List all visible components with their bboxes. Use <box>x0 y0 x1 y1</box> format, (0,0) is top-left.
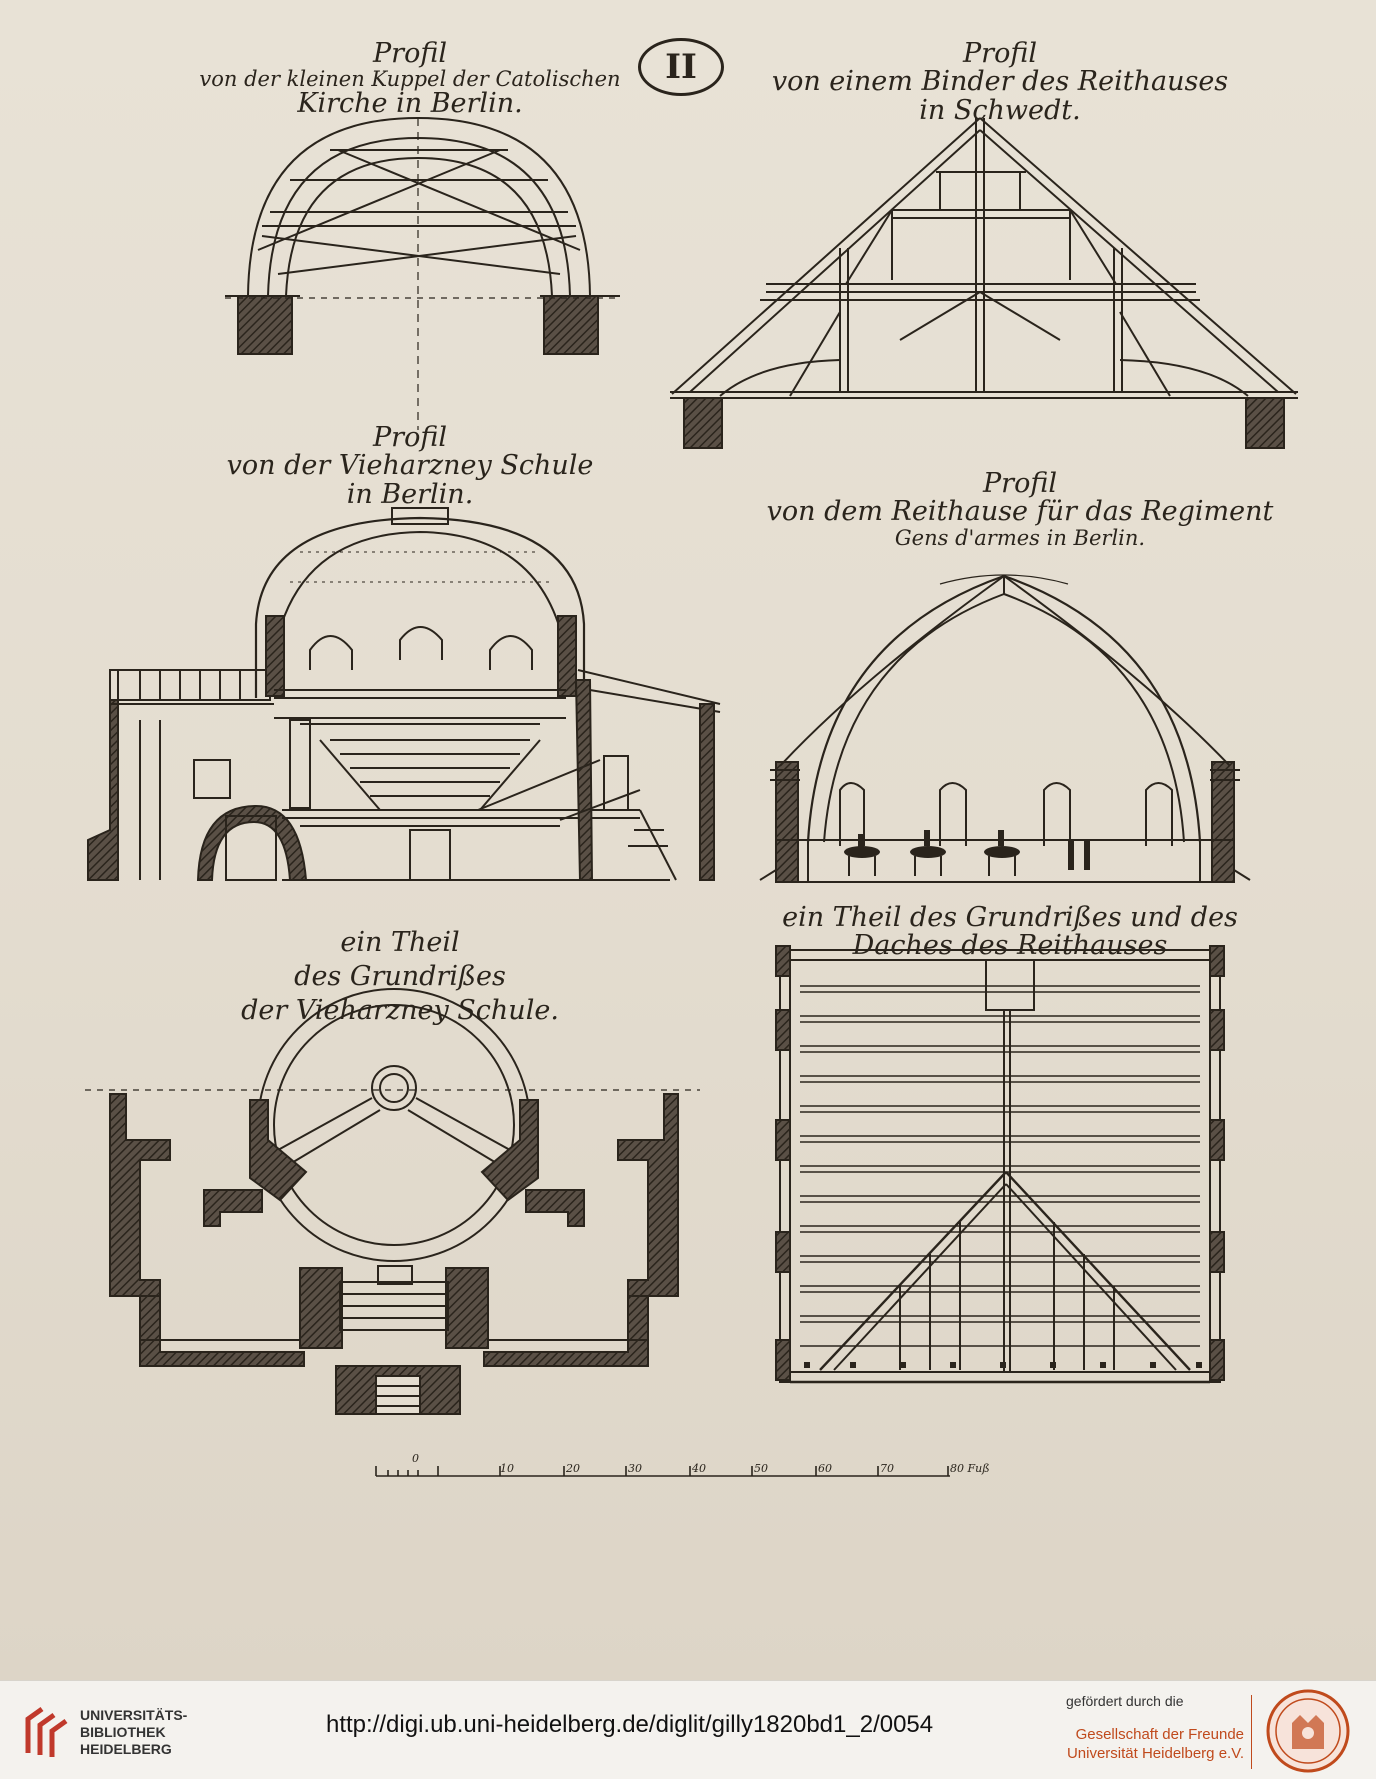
sponsor-divider <box>1251 1695 1252 1769</box>
scale-label: 70 <box>880 1462 894 1475</box>
scale-bar <box>375 1466 950 1477</box>
sponsor-intro: gefördert durch die <box>1066 1693 1184 1709</box>
riders-figures <box>844 830 1090 876</box>
permalink-url[interactable]: http://digi.ub.uni-heidelberg.de/diglit/… <box>326 1711 934 1738</box>
viewer-footer: UNIVERSITÄTS- BIBLIOTHEK HEIDELBERG http… <box>0 1680 1376 1779</box>
dome-truss-drawing <box>225 116 620 430</box>
scale-label: 20 <box>566 1462 580 1475</box>
library-name: UNIVERSITÄTS- BIBLIOTHEK HEIDELBERG <box>80 1707 188 1757</box>
riding-hall-section-drawing <box>759 574 1251 883</box>
caption-school-profile: Profil von der Vieharzney Schule in Berl… <box>226 422 594 510</box>
university-library-logo-icon[interactable] <box>20 1703 76 1761</box>
scale-label: 30 <box>628 1462 642 1475</box>
engraving-drawings <box>85 116 1298 1477</box>
caption-riding-hall-plan: ein Theil des Grundrißes und des Daches … <box>782 902 1238 962</box>
scale-label: 80 Fuß <box>950 1462 990 1475</box>
engraving-plate: II Profil von der kleinen Kuppel der Cat… <box>0 0 1376 1680</box>
caption-truss-profile: Profil von einem Binder des Reithauses i… <box>771 38 1229 126</box>
university-seal-icon <box>1266 1689 1350 1773</box>
caption-school-plan: ein Theil des Grundrißes der Vieharzney … <box>241 927 559 1026</box>
veterinary-school-section-drawing <box>87 507 721 881</box>
scale-label: 50 <box>754 1462 768 1475</box>
roof-truss-drawing <box>670 117 1298 449</box>
caption-dome-profile: Profil von der kleinen Kuppel der Catoli… <box>199 38 621 120</box>
scale-label: 40 <box>692 1462 706 1475</box>
caption-riding-hall-profile: Profil von dem Reithause für das Regimen… <box>766 468 1274 550</box>
veterinary-school-plan-drawing <box>85 988 700 1415</box>
scale-label: 60 <box>818 1462 832 1475</box>
scale-label: 10 <box>500 1462 514 1475</box>
scale-label: 0 <box>412 1452 419 1465</box>
plate-number: II <box>638 38 724 96</box>
riding-hall-plan-drawing <box>775 945 1225 1384</box>
sponsor-name[interactable]: Gesellschaft der Freunde Universität Hei… <box>1066 1726 1244 1762</box>
